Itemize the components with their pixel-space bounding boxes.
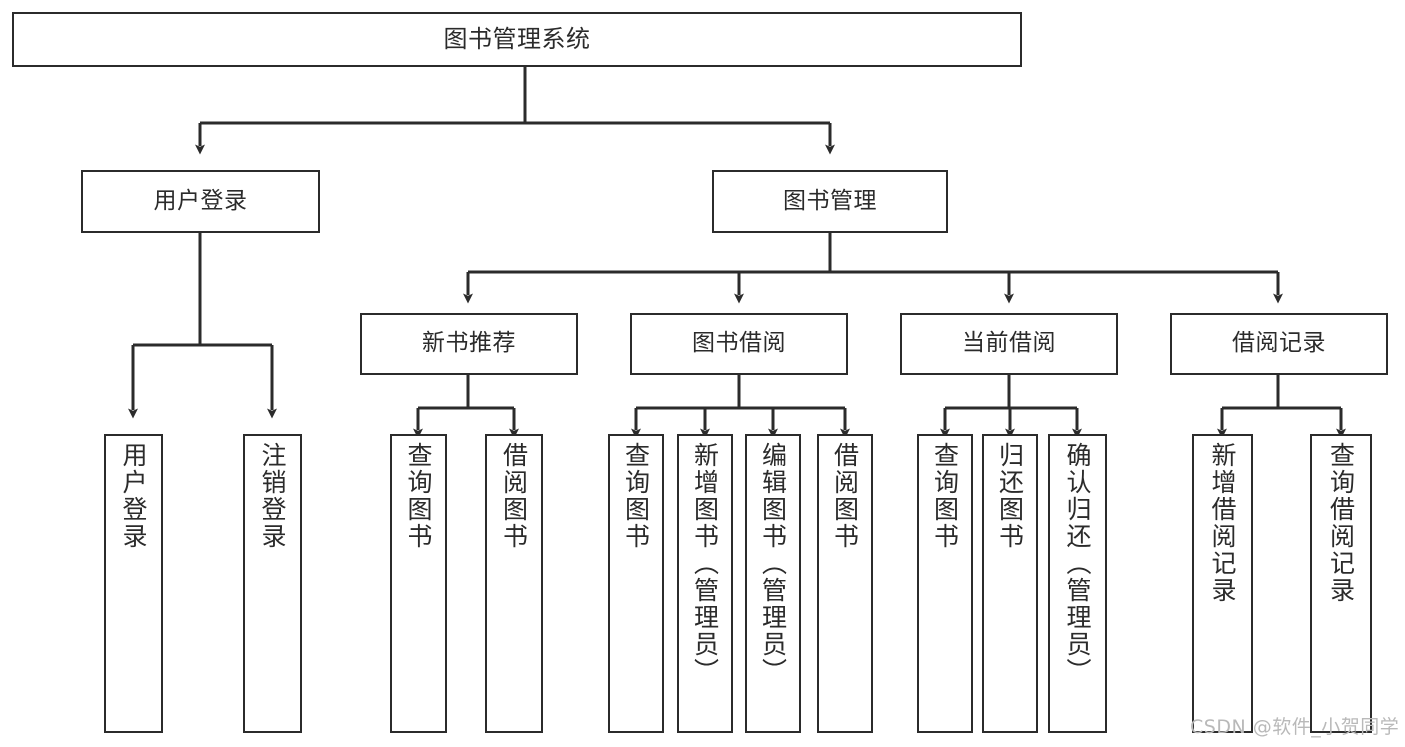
leaf-borrow-book[interactable]: 借阅图书 [817,434,873,733]
node-label: 图书管理 [783,187,877,214]
node-user-login[interactable]: 用户登录 [81,170,320,233]
node-label: 用户登录 [153,187,248,214]
node-label: 归还图书 [995,442,1025,550]
leaf-confirm-return-admin[interactable]: 确认归还（管理员） [1048,434,1107,733]
node-label: 图书管理系统 [443,25,591,54]
node-label: 注销登录 [258,442,287,550]
node-label: 确认归还（管理员） [1063,442,1092,685]
node-label: 图书借阅 [692,330,786,357]
leaf-user-login[interactable]: 用户登录 [104,434,163,733]
leaf-borrow-book-recommend[interactable]: 借阅图书 [485,434,543,733]
node-label: 查询图书 [930,442,960,550]
node-label: 查询借阅记录 [1326,442,1356,604]
watermark: CSDN @软件_小贺同学 [1190,716,1400,738]
leaf-logout[interactable]: 注销登录 [243,434,302,733]
leaf-add-book-admin[interactable]: 新增图书（管理员） [677,434,733,733]
node-root-system[interactable]: 图书管理系统 [12,12,1022,67]
leaf-query-book-recommend[interactable]: 查询图书 [390,434,447,733]
leaf-query-book-borrow[interactable]: 查询图书 [608,434,664,733]
node-label: 查询图书 [404,442,433,550]
node-label: 借阅记录 [1232,330,1326,357]
node-new-book-recommend[interactable]: 新书推荐 [360,313,578,375]
node-label: 编辑图书（管理员） [758,442,788,685]
node-current-borrow[interactable]: 当前借阅 [900,313,1118,375]
node-label: 新书推荐 [422,330,516,357]
leaf-add-borrow-record[interactable]: 新增借阅记录 [1192,434,1253,733]
node-label: 用户登录 [119,442,148,550]
node-label: 借阅图书 [499,442,529,550]
leaf-query-borrow-record[interactable]: 查询借阅记录 [1310,434,1372,733]
leaf-query-book-current[interactable]: 查询图书 [917,434,973,733]
node-label: 新增借阅记录 [1208,442,1237,604]
node-book-borrow[interactable]: 图书借阅 [630,313,848,375]
node-label: 借阅图书 [830,442,860,550]
node-label: 新增图书（管理员） [690,442,720,685]
node-book-management[interactable]: 图书管理 [712,170,948,233]
node-label: 查询图书 [621,442,651,550]
leaf-return-book[interactable]: 归还图书 [982,434,1038,733]
node-label: 当前借阅 [962,330,1056,357]
node-borrow-record[interactable]: 借阅记录 [1170,313,1388,375]
leaf-edit-book-admin[interactable]: 编辑图书（管理员） [745,434,801,733]
